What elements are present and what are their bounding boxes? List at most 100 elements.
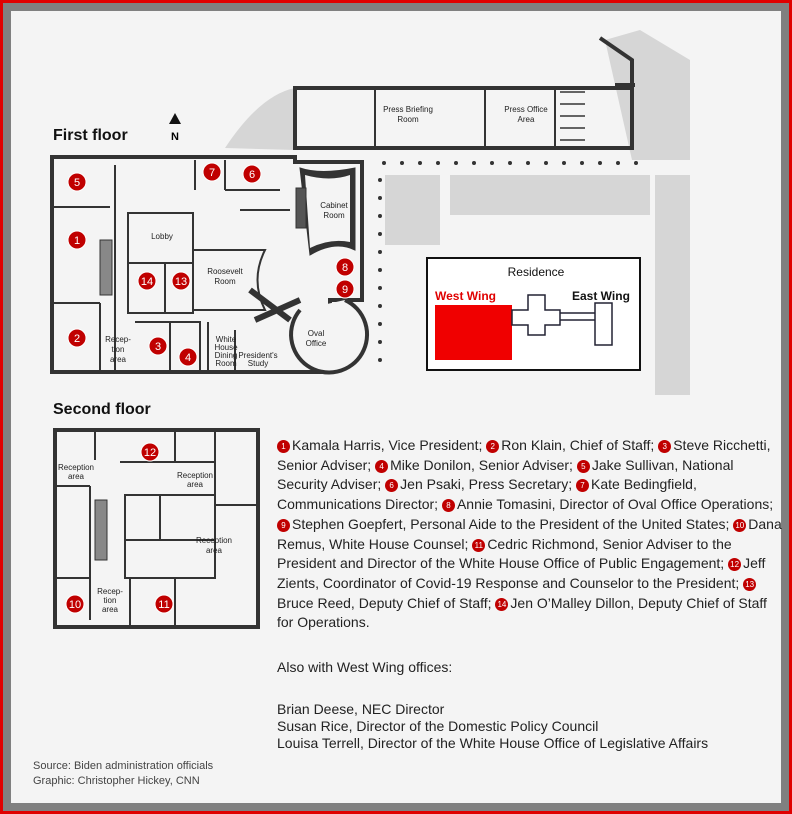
office-marker-14: 14	[137, 271, 157, 291]
also-item: Louisa Terrell, Director of the White Ho…	[277, 735, 709, 751]
office-marker-number: 1	[74, 235, 80, 247]
room-label-briefing: Press Briefing	[383, 105, 433, 114]
inset-residence-shape	[511, 294, 613, 346]
credits: Source: Biden administration officials G…	[33, 759, 213, 789]
second-floor-title: Second floor	[53, 401, 151, 418]
office-marker-number: 2	[74, 333, 80, 345]
office-marker-1: 1	[67, 230, 87, 250]
legend-entry: Kate Bedingfield, Communications Directo…	[277, 476, 697, 513]
room-label-dining: Dining	[215, 351, 238, 360]
second-floor-plan	[53, 428, 260, 629]
room-label-reception: area	[68, 472, 85, 481]
room-label-cabinet: Room	[323, 211, 345, 220]
room-label-reception: Reception	[196, 536, 232, 545]
office-marker-number: 9	[342, 284, 348, 296]
office-marker-9: 9	[335, 279, 355, 299]
legend-entry: Steve Ricchetti, Senior Adviser;	[277, 437, 771, 473]
legend-entry: Mike Donilon, Senior Adviser;	[390, 456, 573, 473]
room-label-study: President's	[238, 351, 277, 360]
legend-number-badge: 12	[728, 558, 742, 572]
office-marker-8: 8	[335, 257, 355, 277]
legend-number-badge: 1	[277, 440, 290, 453]
legend-number-badge: 14	[495, 597, 509, 611]
office-marker-5: 5	[67, 172, 87, 192]
inset-west-wing-shape	[435, 305, 512, 360]
legend-entry: Bruce Reed, Deputy Chief of Staff;	[277, 594, 492, 611]
location-inset: Residence West Wing East Wing	[426, 257, 641, 371]
office-marker-number: 6	[249, 169, 255, 181]
legend-number-badge: 9	[277, 518, 290, 532]
grounds-shapes	[225, 30, 690, 395]
office-marker-number: 10	[69, 599, 81, 611]
press-wing	[293, 36, 635, 150]
room-label-dining: White	[216, 335, 237, 344]
office-marker-number: 4	[185, 352, 191, 364]
room-label-reception: area	[187, 480, 204, 489]
legend-entry: Annie Tomasini, Director of Oval Office …	[456, 496, 774, 513]
legend-number-badge: 11	[472, 538, 486, 552]
room-label-study: Study	[248, 359, 268, 368]
room-label-reception: tion	[104, 596, 117, 605]
office-marker-number: 12	[144, 447, 156, 459]
north-arrow-icon: N	[169, 113, 181, 143]
colonnade	[378, 161, 638, 362]
legend-entry: Stephen Goepfert, Personal Aide to the P…	[292, 515, 730, 532]
room-label-roosevelt: Roosevelt	[207, 267, 243, 276]
office-marker-number: 5	[74, 177, 80, 189]
office-marker-number: 7	[209, 167, 215, 179]
first-floor-title: First floor	[53, 127, 128, 144]
inset-residence-label: Residence	[508, 265, 565, 279]
room-label-press-office: Press Office	[504, 105, 548, 114]
legend-number-badge: 10	[733, 518, 747, 532]
legend-number-badge: 6	[385, 479, 399, 493]
room-label-roosevelt: Room	[214, 277, 236, 286]
office-marker-3: 3	[148, 336, 168, 356]
legend-entry: Jen Psaki, Press Secretary;	[400, 476, 573, 493]
room-label-oval: Oval	[308, 329, 325, 338]
legend-number-badge: 4	[375, 459, 389, 473]
office-marker-4: 4	[178, 347, 198, 367]
first-floor-labels: Lobby Roosevelt Room Recep- tion area Wh…	[105, 105, 548, 368]
also-item: Brian Deese, NEC Director	[277, 701, 445, 717]
also-section: Also with West Wing offices: Brian Deese…	[277, 659, 708, 752]
legend-entry: Cedric Richmond, Senior Adviser to the P…	[277, 535, 732, 572]
room-label-briefing: Room	[397, 115, 419, 124]
legend-entry: Kamala Harris, Vice President;	[292, 437, 483, 453]
legend-number-badge: 13	[743, 577, 757, 591]
room-label-cabinet: Cabinet	[320, 201, 348, 210]
room-label-press-office: Area	[518, 115, 535, 124]
office-marker-2: 2	[67, 328, 87, 348]
room-label-reception: Recep-	[97, 587, 123, 596]
room-label-dining: House	[214, 343, 238, 352]
room-label-reception: area	[206, 546, 223, 555]
legend-entry: Jake Sullivan, National Security Adviser…	[277, 456, 734, 493]
room-label-reception: area	[102, 605, 119, 614]
legend-number-badge: 5	[576, 459, 590, 473]
legend-number-badge: 8	[441, 499, 455, 513]
inset-east-wing-label: East Wing	[572, 289, 630, 303]
legend-entry: Dana Remus, White House Counsel;	[277, 515, 782, 552]
room-label-reception: Recep-	[105, 335, 131, 344]
office-marker-number: 3	[155, 341, 161, 353]
office-marker-7: 7	[202, 162, 222, 182]
office-marker-11: 11	[154, 594, 174, 614]
office-marker-13: 13	[171, 271, 191, 291]
room-label-reception: Reception	[177, 471, 213, 480]
inset-west-wing-label: West Wing	[435, 289, 496, 303]
room-label-oval: Office	[306, 339, 327, 348]
room-label-reception: area	[110, 355, 127, 364]
office-marker-number: 8	[342, 262, 348, 274]
graphic-credit: Graphic: Christopher Hickey, CNN	[33, 775, 200, 787]
office-marker-number: 14	[141, 276, 153, 288]
first-floor-plan	[50, 155, 369, 375]
room-label-lobby: Lobby	[151, 232, 173, 241]
legend-entry: Jen O’Malley Dillon, Deputy Chief of Sta…	[277, 594, 767, 631]
room-label-reception: Reception	[58, 463, 94, 472]
legend-entry: Ron Klain, Chief of Staff;	[501, 437, 655, 453]
office-marker-number: 13	[175, 276, 187, 288]
second-floor-labels: Reception area Reception area Reception …	[58, 463, 232, 614]
also-heading: Also with West Wing offices:	[277, 659, 453, 675]
legend-number-badge: 3	[658, 440, 672, 453]
